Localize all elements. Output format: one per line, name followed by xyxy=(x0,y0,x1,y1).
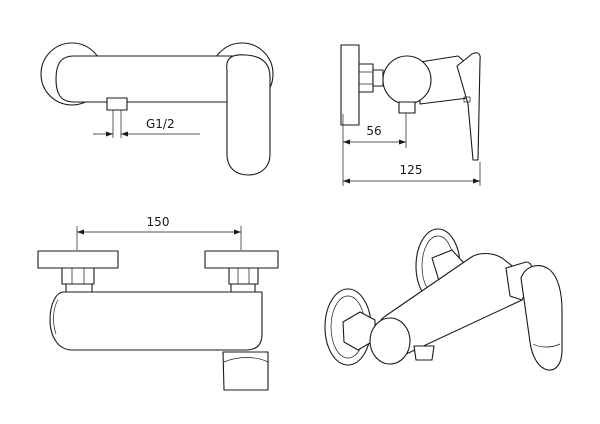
top-view-outlet-nipple xyxy=(106,97,128,111)
top-view-g12-arrow-left xyxy=(106,131,113,137)
dimension-label-depth: 125 xyxy=(400,163,423,177)
top-view-body xyxy=(55,55,239,103)
front-view-left-collar xyxy=(65,283,93,293)
front-view-150-arrow-left xyxy=(77,229,84,235)
front-view-body xyxy=(49,291,263,351)
dimension-label-thread: G1/2 xyxy=(146,117,175,131)
front-view-right-nut xyxy=(228,267,259,285)
side-view-125-arrow-left xyxy=(343,178,350,184)
side-view-lever-accent xyxy=(463,96,471,103)
front-view-left-nut xyxy=(61,267,95,285)
front-view-150-arrow-right xyxy=(234,229,241,235)
side-view-flange xyxy=(340,44,360,126)
isometric-view xyxy=(324,228,563,371)
isometric-end-cap xyxy=(369,317,411,365)
front-view-lever xyxy=(222,351,269,391)
isometric-outlet-spout xyxy=(413,345,435,361)
isometric-lever xyxy=(520,265,563,371)
side-view-collar xyxy=(372,69,384,87)
side-view-outlet-nipple xyxy=(398,101,416,114)
side-view-round-body xyxy=(382,55,432,105)
front-view-left-flange xyxy=(37,250,119,269)
side-view: 56 125 xyxy=(340,44,481,186)
side-view-56-arrow-right xyxy=(399,139,406,145)
side-view-lever xyxy=(456,52,481,161)
side-view-56-arrow-left xyxy=(343,139,350,145)
side-view-125-arrow-right xyxy=(473,178,480,184)
front-view-lever-curve xyxy=(223,357,269,363)
dimension-label-outlet-offset: 56 xyxy=(366,124,381,138)
side-view-nut xyxy=(358,63,374,93)
front-view: 150 xyxy=(37,215,279,391)
top-view-lever xyxy=(226,54,271,176)
top-view: G1/2 xyxy=(40,42,274,176)
front-view-body-shading xyxy=(53,299,59,335)
isometric-lever-edge xyxy=(532,343,561,348)
top-view-g12-arrow-right xyxy=(121,131,128,137)
front-view-right-flange xyxy=(204,250,279,269)
front-view-right-collar xyxy=(230,283,256,293)
dimension-label-centers: 150 xyxy=(147,215,170,229)
